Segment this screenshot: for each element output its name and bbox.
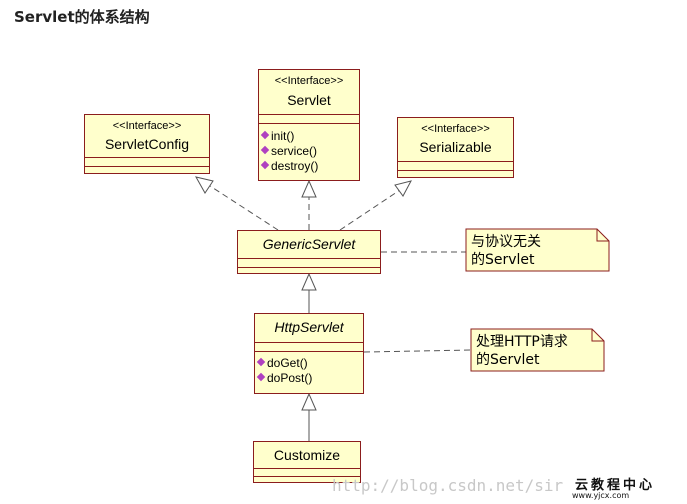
operations: init() service() destroy(): [259, 124, 359, 174]
class-servlet: <<Interface>> Servlet init() service() d…: [258, 69, 360, 181]
class-name: Serializable: [419, 139, 492, 155]
stereotype-label: <<Interface>>: [274, 75, 344, 87]
operation: destroy(): [259, 159, 359, 174]
operation: service(): [259, 144, 359, 159]
class-serializable: <<Interface>> Serializable: [397, 117, 514, 178]
class-name: Customize: [273, 447, 341, 463]
page-title: Servlet的体系结构: [14, 8, 150, 26]
realization-servletconfig: [195, 176, 279, 231]
class-name: HttpServlet: [274, 319, 344, 335]
note-shape-http: [470, 328, 605, 372]
class-genericservlet: GenericServlet: [237, 230, 381, 274]
note-line: 的Servlet: [471, 252, 535, 268]
watermark: http://blog.csdn.net/sir: [332, 476, 564, 495]
generalization-httpservlet: [301, 272, 317, 313]
stereotype-label: <<Interface>>: [112, 120, 182, 132]
operation: doPost(): [255, 371, 363, 386]
note-shape-generic: [465, 228, 610, 272]
class-name: Servlet: [287, 92, 331, 108]
operations: doGet() doPost(): [255, 352, 363, 386]
operation-icon: [256, 372, 266, 382]
class-servletconfig: <<Interface>> ServletConfig: [84, 114, 210, 174]
note-line: 处理HTTP请求: [476, 334, 568, 350]
site-logo-sub: www.yjcx.com: [572, 491, 630, 500]
class-name: GenericServlet: [262, 236, 356, 252]
operation-icon: [260, 160, 270, 170]
realization-servlet: [301, 179, 317, 230]
note-anchor-http: [363, 349, 472, 353]
generalization-customize: [301, 392, 317, 441]
note-line: 的Servlet: [476, 352, 540, 368]
note-line: 与协议无关: [471, 234, 541, 250]
operation-icon: [260, 130, 270, 140]
operation: init(): [259, 129, 359, 144]
operation: doGet(): [255, 356, 363, 371]
note-http: 处理HTTP请求 的Servlet: [476, 333, 568, 369]
class-name: ServletConfig: [104, 136, 190, 152]
realization-serializable: [339, 180, 412, 231]
class-customize: Customize: [253, 441, 361, 483]
class-httpservlet: HttpServlet doGet() doPost(): [254, 313, 364, 394]
operation-icon: [256, 357, 266, 367]
operation-icon: [260, 145, 270, 155]
stereotype-label: <<Interface>>: [421, 123, 490, 135]
note-generic: 与协议无关 的Servlet: [471, 233, 541, 269]
site-logo: 云教程中心: [575, 478, 656, 493]
